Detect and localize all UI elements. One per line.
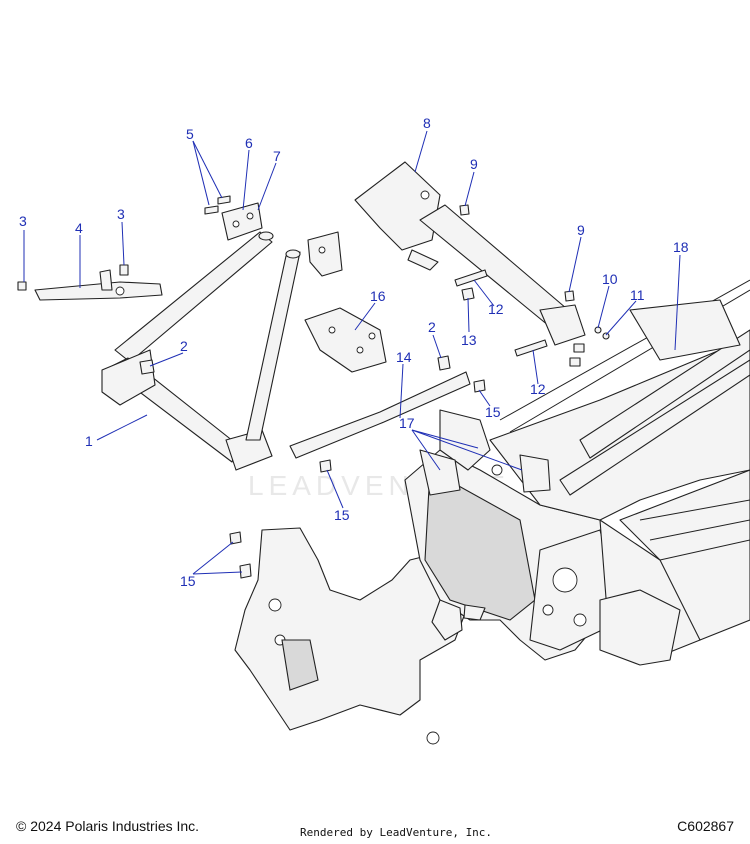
part-4-crossbar [34, 269, 163, 301]
copyright-text: © 2024 Polaris Industries Inc. [16, 818, 200, 834]
callout-2: 2 [180, 338, 188, 354]
callout-15: 15 [485, 404, 501, 420]
callout-18: 18 [673, 239, 689, 255]
part-3-bolts [17, 264, 129, 291]
callout-11: 11 [630, 287, 645, 303]
part-13-clip [461, 287, 475, 301]
callout-labels: 1 2 2 3 3 4 5 6 7 8 9 9 10 11 12 12 13 1… [19, 115, 689, 589]
callout-9: 9 [577, 222, 585, 238]
callout-12: 12 [530, 381, 546, 397]
callout-1: 1 [85, 433, 93, 449]
callout-6: 6 [245, 135, 253, 151]
diagram-code: C602867 [677, 818, 734, 834]
callout-14: 14 [396, 349, 412, 365]
callout-3: 3 [117, 206, 125, 222]
part-15-bolts [229, 379, 486, 579]
part-2-nuts [139, 355, 451, 375]
callout-15: 15 [334, 507, 350, 523]
callout-7: 7 [273, 148, 281, 164]
part-6-7-bracket [204, 195, 263, 241]
callout-12: 12 [488, 301, 504, 317]
upper-mount [307, 231, 343, 277]
callout-16: 16 [370, 288, 386, 304]
callout-9: 9 [470, 156, 478, 172]
callout-13: 13 [461, 332, 477, 348]
callout-3: 3 [19, 213, 27, 229]
part-16-plate [304, 307, 387, 373]
part-1-front-frame [101, 231, 301, 471]
part-10-11-hardware [569, 326, 610, 367]
part-12-pins [454, 269, 548, 357]
callout-2: 2 [428, 319, 436, 335]
part-8-upper-frame [354, 161, 586, 346]
part-14-rod [289, 371, 471, 459]
part-18-shock [499, 279, 750, 496]
callout-15: 15 [180, 573, 196, 589]
callout-5: 5 [186, 126, 194, 142]
callout-8: 8 [423, 115, 431, 131]
callout-17: 17 [399, 415, 415, 431]
chassis-frame [234, 339, 750, 745]
leader-lines [23, 130, 681, 575]
callout-10: 10 [602, 271, 618, 287]
callout-4: 4 [75, 220, 83, 236]
rendered-by-text: Rendered by LeadVenture, Inc. [300, 826, 493, 839]
part-17-bracket [419, 409, 551, 496]
